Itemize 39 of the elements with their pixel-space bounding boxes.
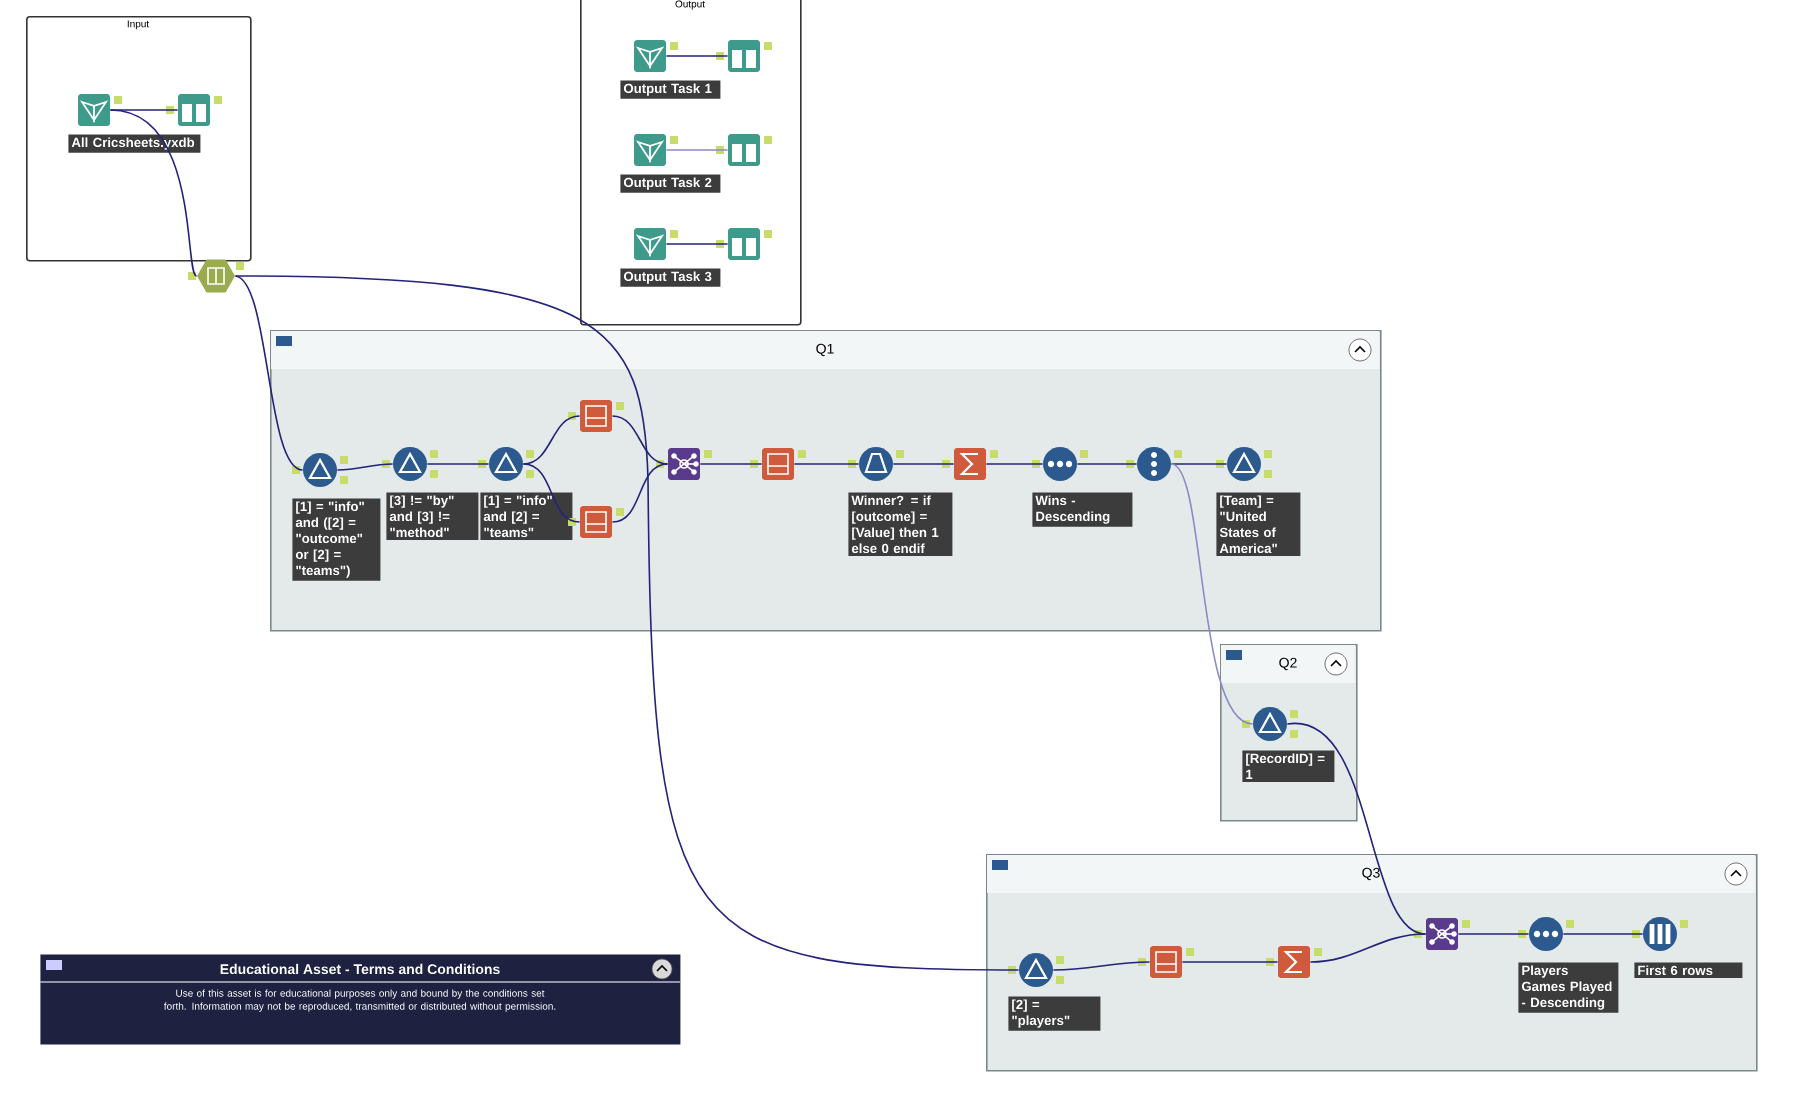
connector bbox=[109, 109, 198, 277]
connector bbox=[1457, 933, 1530, 935]
connector bbox=[665, 55, 729, 57]
connector bbox=[1562, 933, 1644, 935]
connector bbox=[1170, 463, 1254, 725]
rename-tool-icon bbox=[750, 448, 806, 480]
connector bbox=[1170, 463, 1228, 465]
browse-tool-icon bbox=[716, 134, 772, 166]
browse-tool-icon bbox=[166, 94, 222, 126]
connector bbox=[234, 275, 1020, 971]
summarize-tool-icon bbox=[1266, 946, 1322, 978]
connector bbox=[426, 463, 490, 465]
connector bbox=[1052, 961, 1151, 971]
parse-tool-icon bbox=[188, 259, 244, 293]
connector bbox=[1076, 463, 1138, 465]
connector bbox=[234, 275, 304, 471]
connector bbox=[985, 463, 1044, 465]
connector bbox=[699, 463, 763, 465]
browse-tool-icon bbox=[716, 228, 772, 260]
connector bbox=[611, 415, 669, 465]
crosstab-tool-icon bbox=[568, 400, 624, 432]
connector bbox=[1181, 961, 1279, 963]
connector bbox=[793, 463, 860, 465]
crosstab-tool-icon bbox=[1138, 946, 1194, 978]
connector bbox=[611, 463, 669, 523]
connector bbox=[1309, 933, 1427, 963]
browse-tool-icon bbox=[716, 40, 772, 72]
summarize-tool-icon bbox=[942, 448, 998, 480]
record-id-tool-icon bbox=[1126, 447, 1182, 481]
crosstab-tool-icon bbox=[568, 506, 624, 538]
connector bbox=[522, 463, 581, 523]
join-tool-icon bbox=[656, 448, 712, 480]
connector bbox=[109, 109, 179, 111]
connector bbox=[665, 149, 729, 151]
connector bbox=[336, 463, 394, 471]
connector bbox=[522, 415, 581, 465]
connector bbox=[665, 243, 729, 245]
connector bbox=[892, 463, 955, 465]
join-tool-icon bbox=[1414, 918, 1470, 950]
